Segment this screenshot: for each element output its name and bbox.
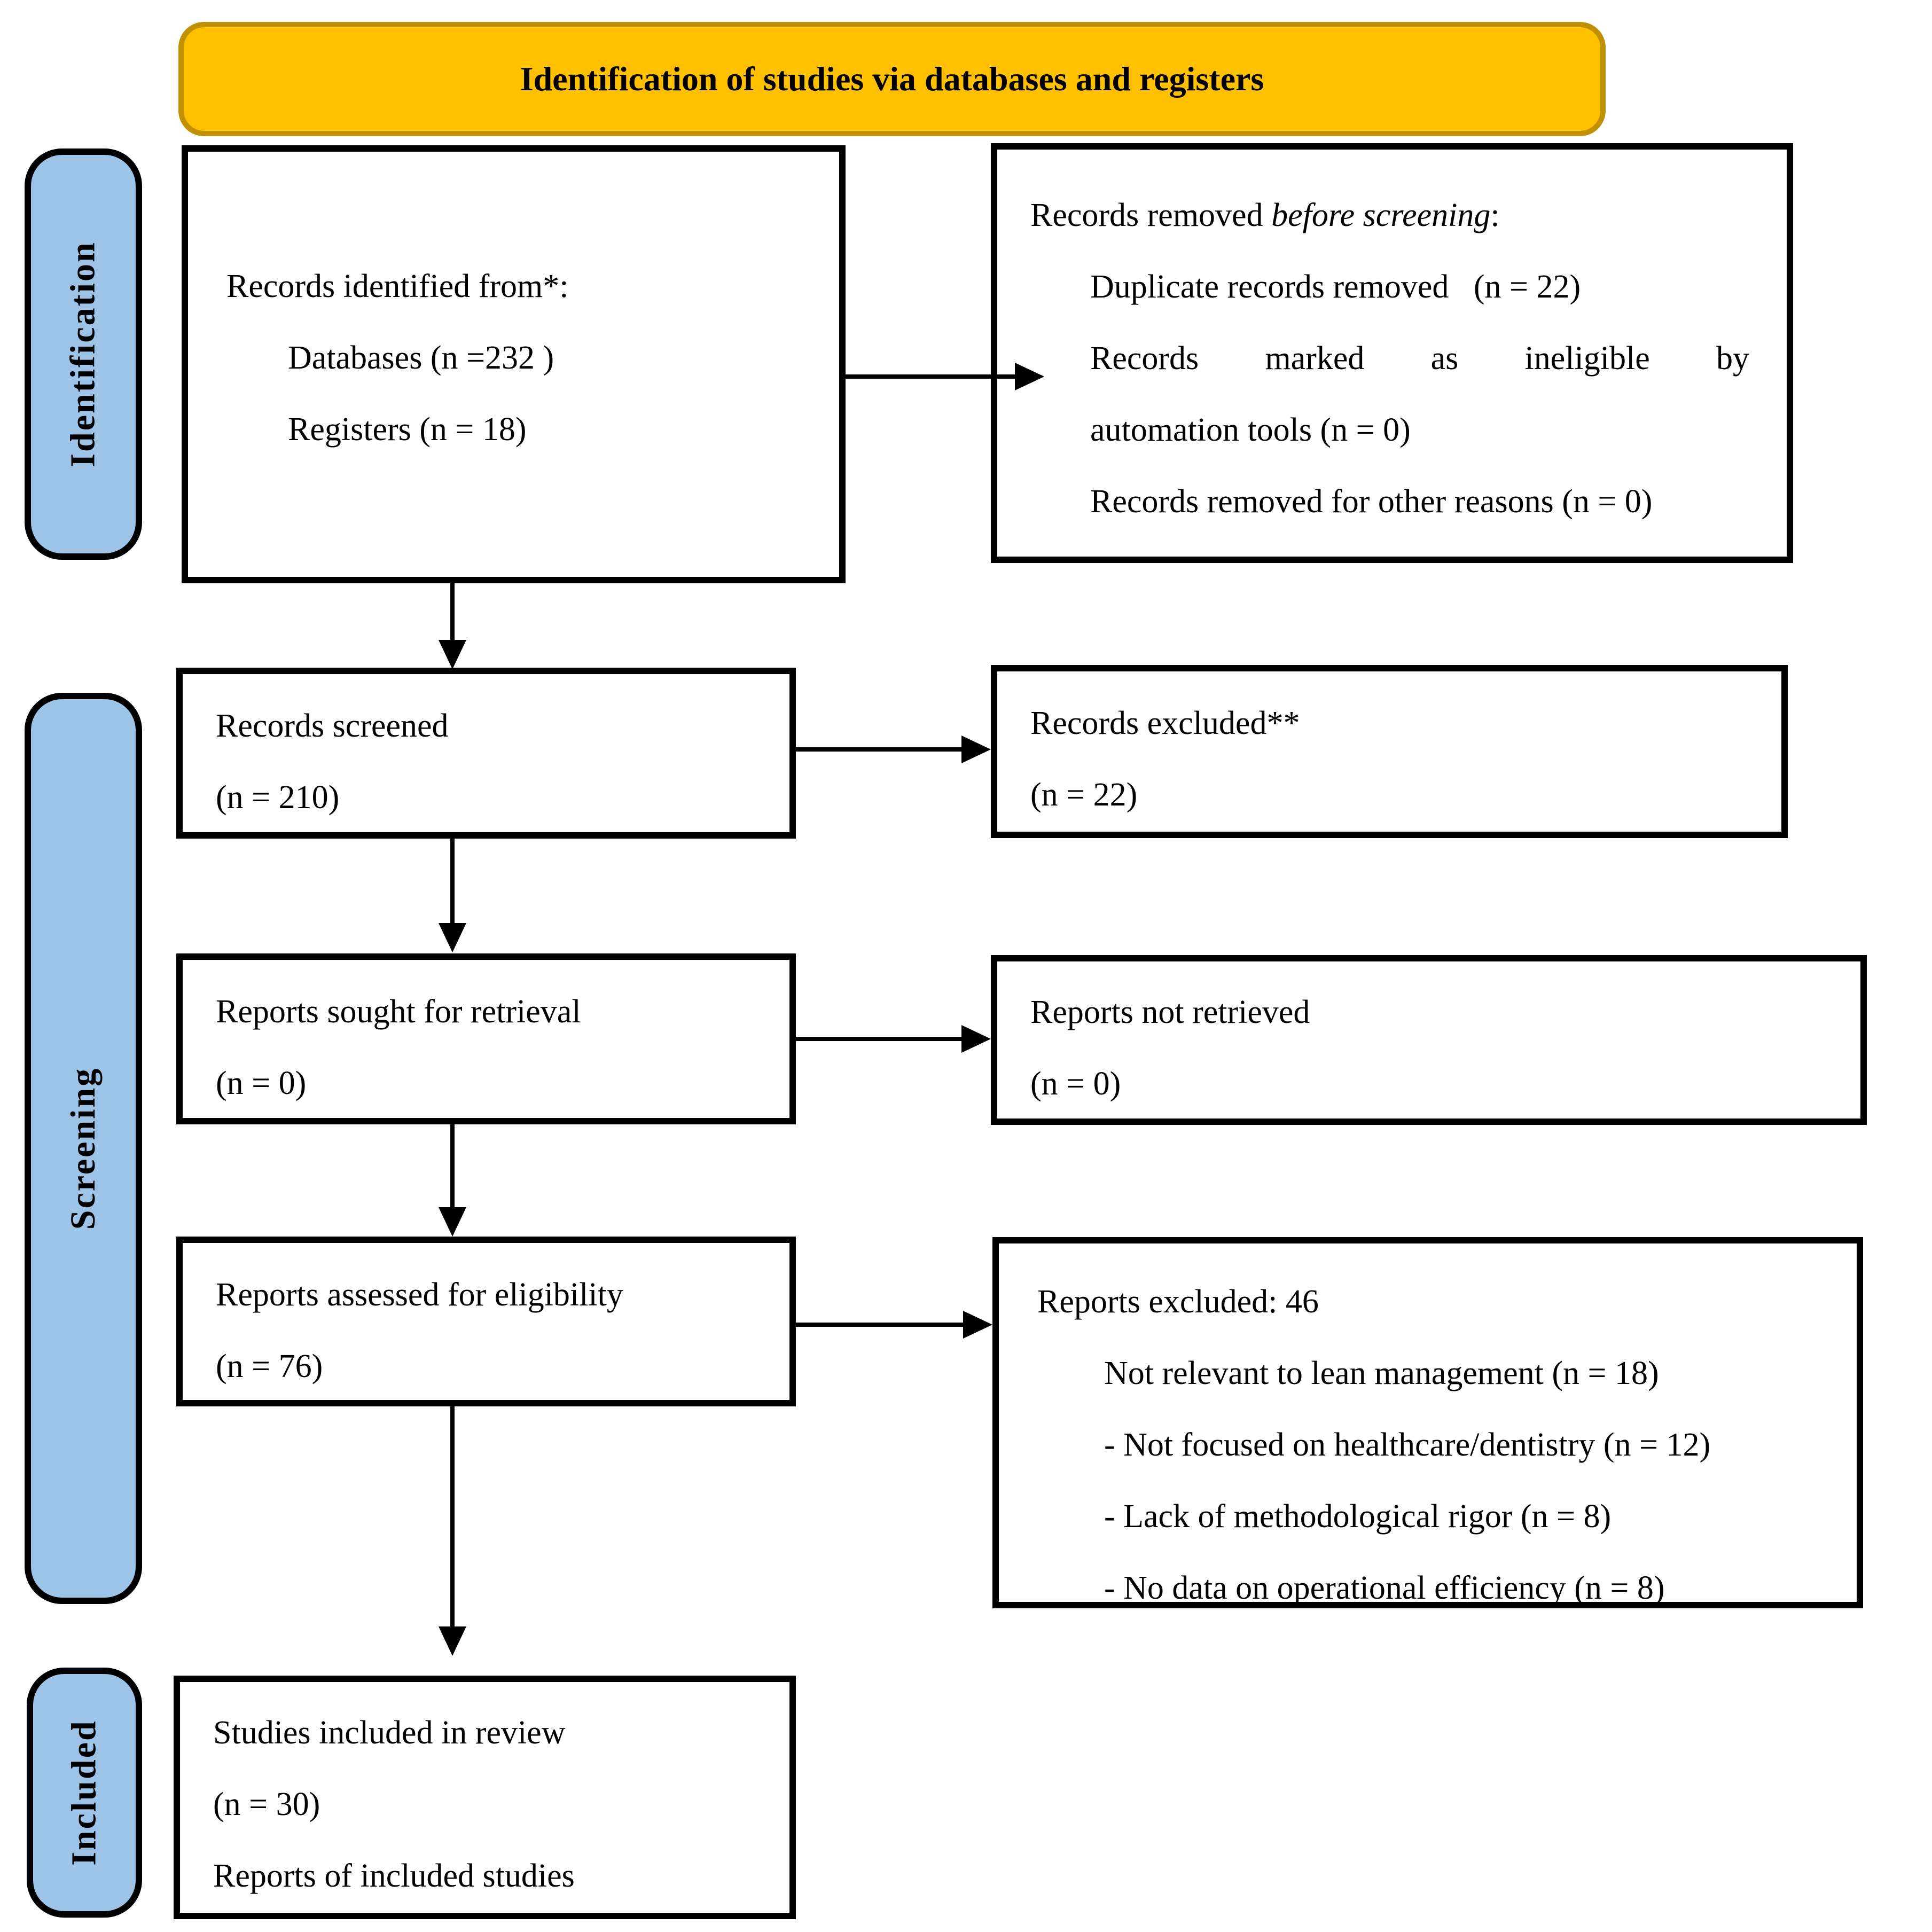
text-line: Reports not retrieved [1030,994,1310,1030]
text-line: Registers (n = 18) [288,411,527,448]
text-line: Not relevant to lean management (n = 18) [1104,1355,1659,1391]
box-studies-included: Studies included in review (n = 30) Repo… [174,1676,796,1919]
banner-title: Identification of studies via databases … [520,60,1264,98]
text-segment-italic: before screening [1271,197,1491,233]
box-records-screened: Records screened (n = 210) [176,668,796,839]
text-line: (n = 0) [216,1065,307,1101]
flow-line-down-3 [450,1124,455,1207]
arrowhead-right-1 [1015,363,1044,390]
text-line: Records removed before screening: [1030,179,1787,251]
box-reports-excluded: Reports excluded: 46 Not relevant to lea… [992,1237,1863,1608]
text-line: (n = 210) [216,779,340,816]
box-records-identified: Records identified from*: Databases (n =… [182,145,846,583]
arrowhead-down-2 [439,923,466,952]
text-line: (n = 76) [216,1348,323,1385]
flow-line-down-1 [450,583,455,640]
flow-line-right-2 [796,747,961,752]
arrowhead-down-1 [439,640,466,669]
stage-label-included: Included [27,1668,142,1918]
text-line: - Not focused on healthcare/dentistry (n… [1104,1427,1711,1463]
text-line: (n = 0) [1030,1066,1121,1102]
box-records-excluded: Records excluded** (n = 22) [991,665,1788,838]
text-line: Records marked as ineligible by [1090,340,1749,377]
flow-line-down-4 [450,1406,455,1626]
arrowhead-right-4 [963,1311,992,1339]
text-line: Databases (n =232 ) [288,340,554,376]
text-line: Studies included in review [213,1715,566,1751]
text-line: Duplicate records removed (n = 22) [1090,269,1581,305]
text-line: Records excluded** [1030,705,1300,741]
box-reports-sought: Reports sought for retrieval (n = 0) [176,953,796,1124]
stage-label-screening-text: Screening [64,1067,103,1230]
banner-identification-of-studies: Identification of studies via databases … [178,22,1606,136]
text-line: Records removed for other reasons (n = 0… [1090,483,1653,520]
text-line: Reports sought for retrieval [216,994,581,1030]
text-line: Records screened [216,708,449,744]
text-line: automation tools (n = 0) [1090,412,1411,448]
text-line: Reports excluded: 46 [1037,1284,1319,1320]
arrowhead-down-3 [439,1207,466,1237]
stage-label-identification-text: Identification [64,241,103,467]
stage-label-included-text: Included [65,1719,104,1866]
text-line: Reports assessed for eligibility [216,1277,623,1313]
flow-line-right-4 [796,1323,963,1327]
arrowhead-right-2 [961,736,991,763]
text-line: (n = 30) [213,1786,320,1823]
stage-label-identification: Identification [25,148,142,560]
arrowhead-down-4 [439,1626,466,1656]
flow-line-right-1 [846,374,1015,379]
box-reports-assessed: Reports assessed for eligibility (n = 76… [176,1237,796,1406]
text-segment: : [1490,197,1500,233]
text-line: - No data on operational efficiency (n =… [1104,1570,1665,1606]
stage-label-screening: Screening [25,693,142,1604]
text-line: - Lack of methodological rigor (n = 8) [1104,1498,1612,1535]
flow-line-down-2 [450,839,455,923]
box-reports-not-retrieved: Reports not retrieved (n = 0) [991,955,1867,1125]
text-line: Reports of included studies [213,1858,575,1894]
text-line: Records identified from*: [226,268,569,304]
arrowhead-right-3 [961,1025,991,1053]
text-line: (n = 22) [1030,777,1138,813]
flow-line-right-3 [796,1037,961,1041]
box-records-removed-before-screening: Records removed before screening: Duplic… [991,143,1793,563]
text-segment: Records removed [1030,197,1272,233]
